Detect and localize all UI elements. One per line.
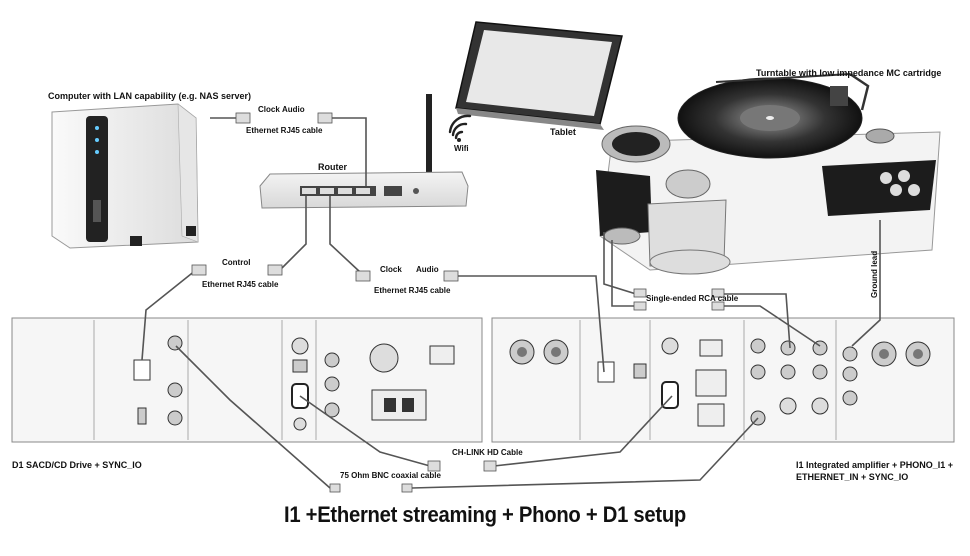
ethernet-cable-label-mid: Ethernet RJ45 cable bbox=[374, 286, 451, 295]
i1-amplifier-label-line1: I1 Integrated amplifier + PHONO_I1 + bbox=[796, 460, 954, 470]
control-label: Control bbox=[222, 258, 251, 267]
computer-label: Computer with LAN capability (e.g. NAS s… bbox=[48, 91, 252, 101]
i1-rear-panel bbox=[491, 317, 955, 443]
d1-drive-label: D1 SACD/CD Drive + SYNC_IO bbox=[12, 460, 142, 470]
ground-lead-label: Ground lead bbox=[870, 250, 879, 298]
d1-rear-panel bbox=[11, 317, 483, 443]
nas-computer bbox=[51, 103, 199, 249]
audio-label-top: Audio bbox=[282, 105, 305, 114]
i1-amplifier-label-line2: ETHERNET_IN + SYNC_IO bbox=[796, 472, 909, 482]
router-label: Router bbox=[318, 162, 347, 172]
cable-plugs bbox=[191, 112, 725, 493]
tablet bbox=[455, 21, 623, 130]
cables bbox=[141, 117, 881, 489]
turntable bbox=[596, 72, 941, 275]
tablet-label: Tablet bbox=[550, 127, 576, 137]
rca-cable-label: Single-ended RCA cable bbox=[646, 294, 739, 303]
ethernet-cable-label-top: Ethernet RJ45 cable bbox=[246, 126, 323, 135]
router bbox=[259, 94, 469, 209]
bnc-cable-label: 75 Ohm BNC coaxial cable bbox=[340, 471, 441, 480]
ethernet-cable-label-left: Ethernet RJ45 cable bbox=[202, 280, 279, 289]
turntable-label: Turntable with low impedance MC cartridg… bbox=[756, 68, 942, 78]
audio-label-mid: Audio bbox=[416, 265, 439, 274]
diagram-title: I1 +Ethernet streaming + Phono + D1 setu… bbox=[283, 502, 687, 527]
wifi-label: Wifi bbox=[454, 144, 469, 153]
wifi-icon bbox=[448, 114, 472, 142]
clock-label-mid: Clock bbox=[380, 265, 402, 274]
chlink-cable-label: CH-LINK HD Cable bbox=[452, 448, 523, 457]
clock-label-top: Clock bbox=[258, 105, 280, 114]
